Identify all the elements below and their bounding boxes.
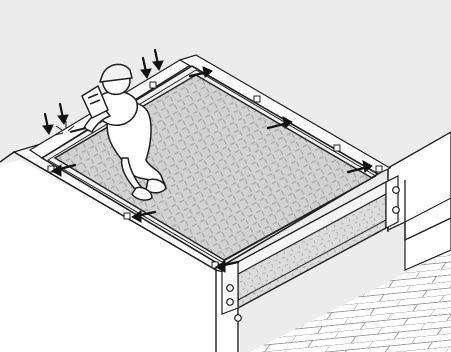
bolt-icon [227,299,234,306]
bolt-icon [227,285,234,292]
bolt-icon [393,207,400,214]
bolt-icon [235,315,242,322]
bolt-icon [393,187,400,194]
